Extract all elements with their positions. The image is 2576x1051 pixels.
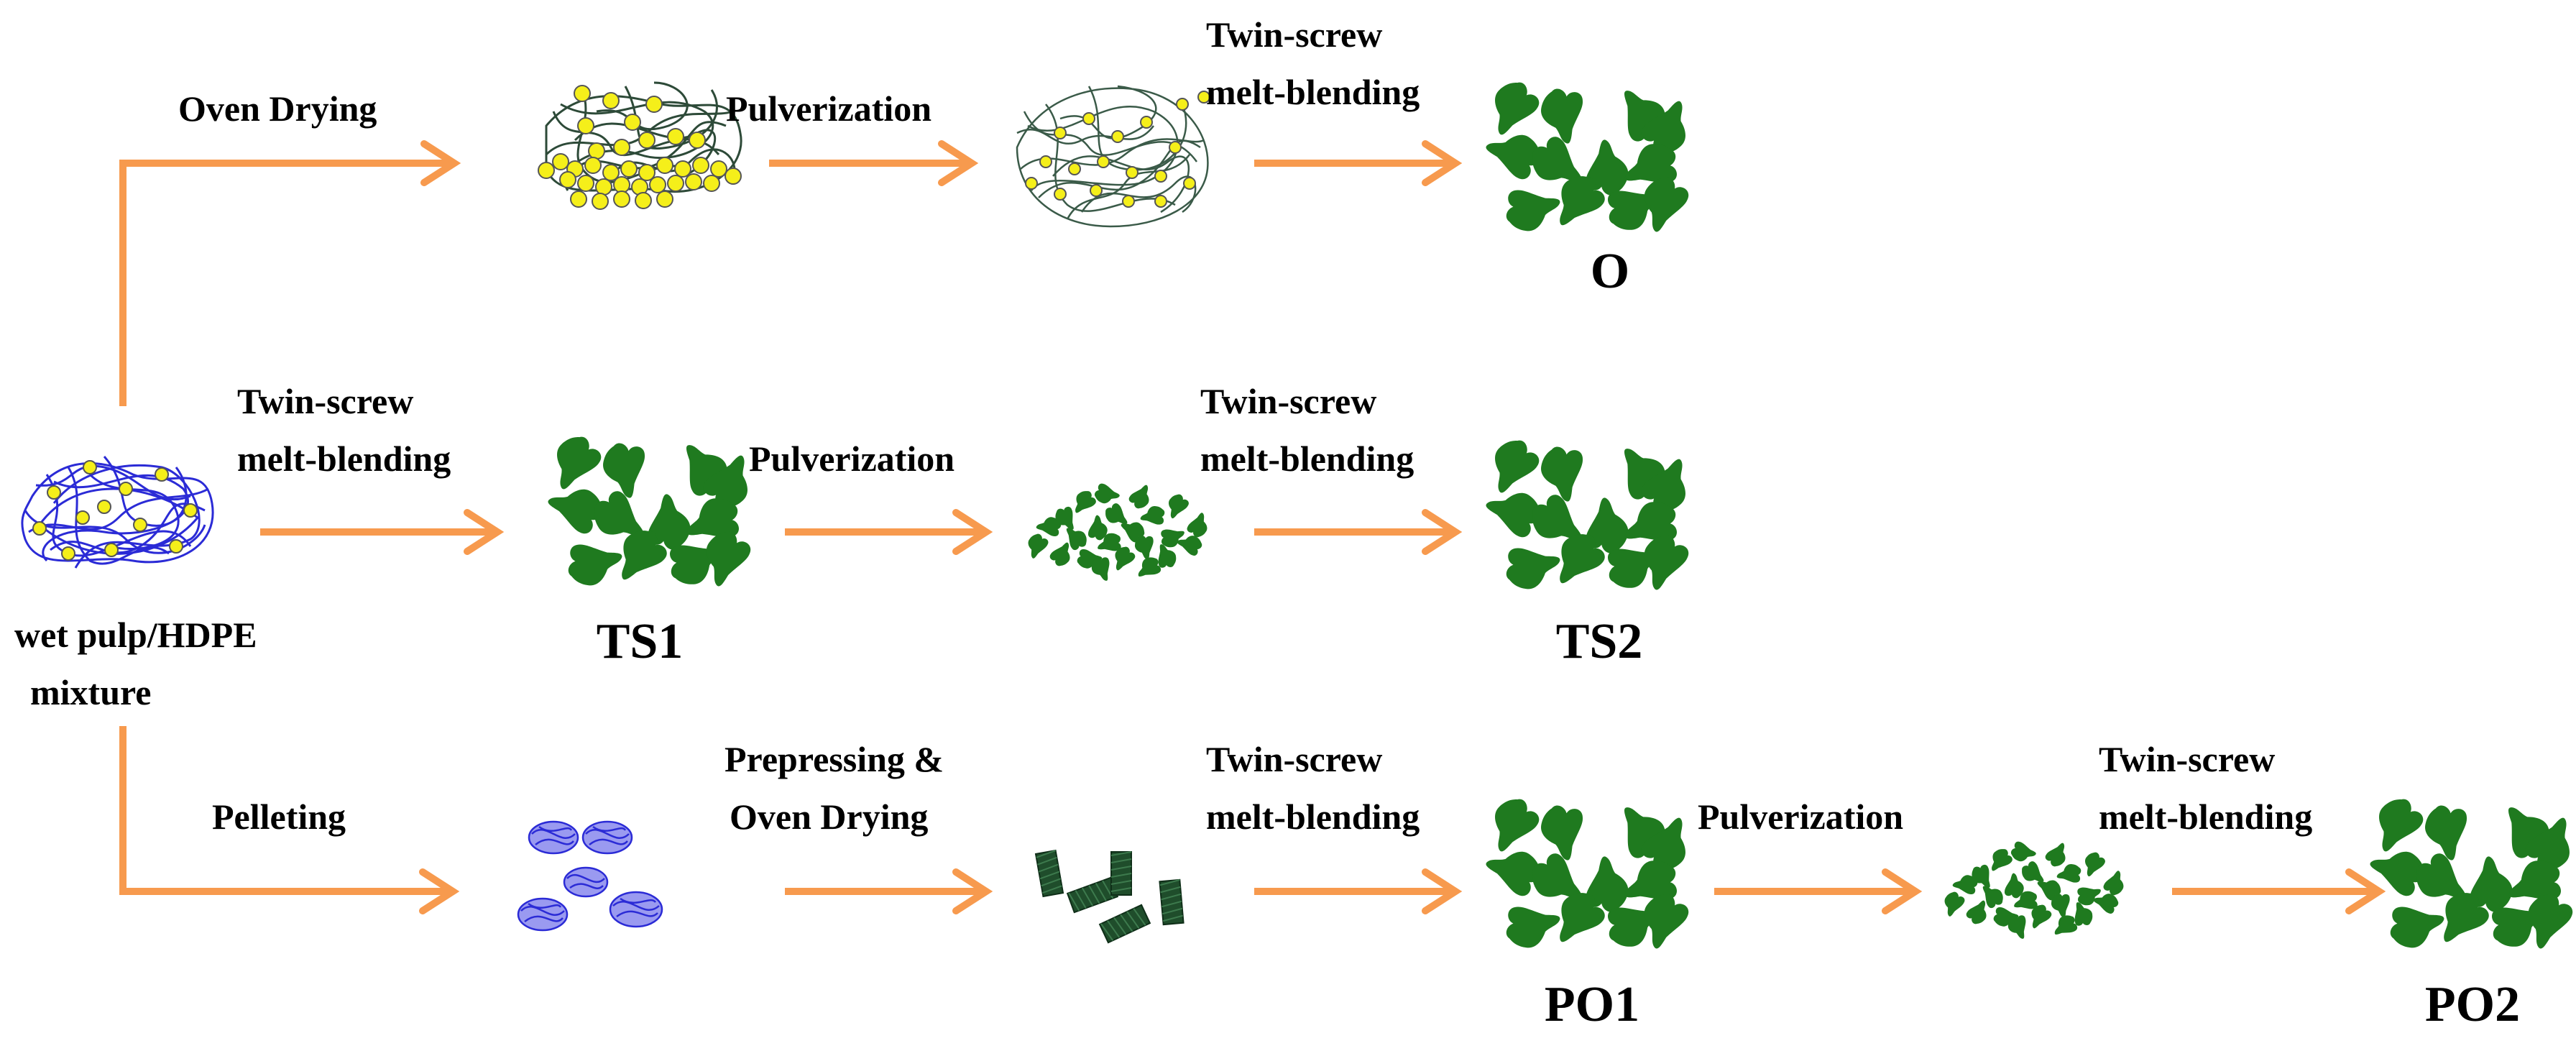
arrows <box>119 140 2386 914</box>
pellets-ts2-icon <box>1481 434 1696 597</box>
arrow-top-1 <box>119 140 461 186</box>
arrow-bot-1 <box>119 868 460 914</box>
mid-step1-label-line1: Twin-screw <box>237 381 413 421</box>
arrow-top-3 <box>1254 140 1463 186</box>
product-o: O <box>1591 244 1629 299</box>
arrow-mid-1 <box>260 509 505 555</box>
arrow-bot-2 <box>785 868 993 914</box>
start-label-line1: wet pulp/HDPE <box>14 615 257 655</box>
bot-step1-label: Pelleting <box>212 797 346 837</box>
pellets-ts1-icon <box>543 431 758 593</box>
mid-step2-label: Pulverization <box>749 439 954 479</box>
start-label-line2: mixture <box>30 672 151 712</box>
arrow-bot-4 <box>1714 868 1923 914</box>
pellets-po2-icon <box>2365 793 2576 955</box>
dried-fiber-hdpe-icon <box>538 81 742 210</box>
bot-step2-label-line2: Oven Drying <box>730 797 928 837</box>
arrow-top-2 <box>769 140 979 186</box>
pellets-o-icon <box>1481 76 1696 239</box>
top-step3-label-line1: Twin-screw <box>1206 14 1382 55</box>
pellets-po1-icon <box>1481 793 1696 955</box>
top-step1-label: Oven Drying <box>178 88 377 129</box>
bot-step3-label-line1: Twin-screw <box>1206 739 1382 779</box>
bot-step5-label-line1: Twin-screw <box>2099 739 2275 779</box>
pelleted-pulp-icon <box>517 820 663 932</box>
arrow-mid-3 <box>1254 509 1463 555</box>
bot-step5-label-line2: melt-blending <box>2099 797 2312 837</box>
bot-step2-label-line1: Prepressing & <box>724 739 944 779</box>
arrow-bot-5 <box>2172 868 2386 914</box>
intermediate-ts1: TS1 <box>597 614 684 669</box>
mid-step1-label-line2: melt-blending <box>237 439 451 479</box>
bot-step3-label-line2: melt-blending <box>1206 797 1420 837</box>
arrow-mid-2 <box>785 509 993 555</box>
pulverized-pellets-bot-icon <box>1942 839 2126 942</box>
top-step3-label-line2: melt-blending <box>1206 72 1420 112</box>
mid-step3-label-line1: Twin-screw <box>1200 381 1376 421</box>
arrow-bot-3 <box>1254 868 1463 914</box>
product-ts2: TS2 <box>1556 614 1643 669</box>
pulverized-pellets-mid-icon <box>1026 481 1210 584</box>
bot-step4-label: Pulverization <box>1698 797 1903 837</box>
intermediate-po1: PO1 <box>1545 977 1639 1032</box>
prepressed-dried-pellets-icon <box>1034 849 1184 944</box>
mid-step3-label-line2: melt-blending <box>1200 439 1414 479</box>
top-step2-label: Pulverization <box>726 88 932 129</box>
product-po2: PO2 <box>2425 977 2520 1032</box>
wet-pulp-hdpe-mixture-icon <box>21 456 214 569</box>
pulverized-fiber-icon <box>1016 85 1210 228</box>
